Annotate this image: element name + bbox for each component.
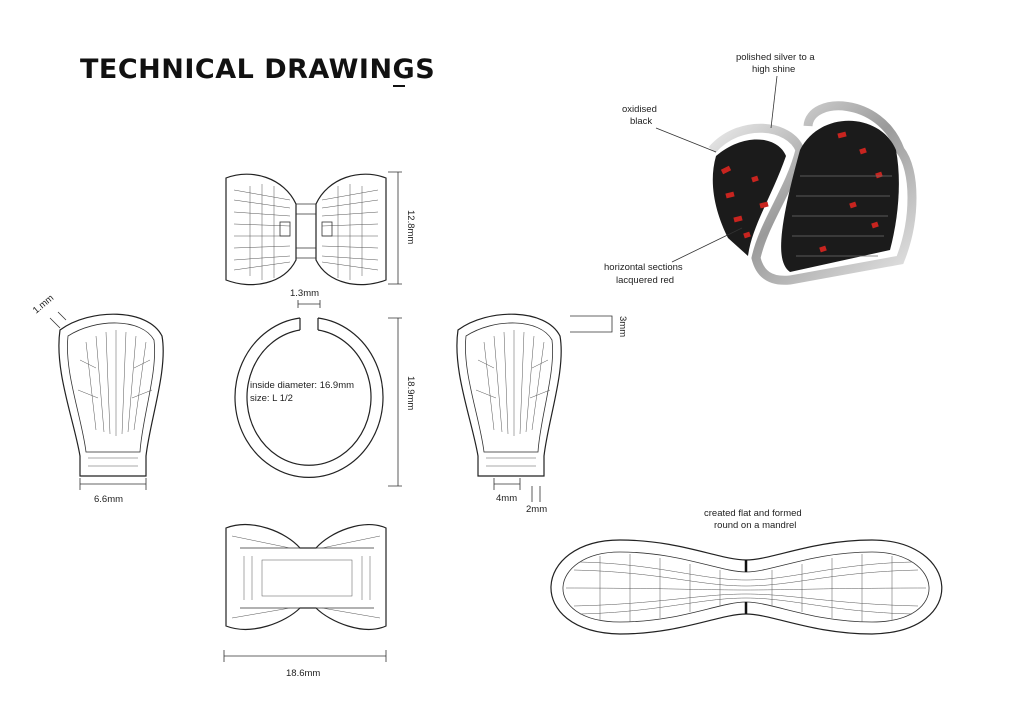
top-height-label: 12.8mm	[405, 210, 416, 244]
side-bottom-label-a: 4mm	[496, 493, 517, 504]
flat-pattern-drawing	[550, 539, 943, 635]
ring-height-dimension: 18.9mm	[388, 317, 416, 487]
polished-silver-label-2: high shine	[752, 64, 795, 75]
ring-size-label: size: L 1/2	[250, 393, 293, 404]
side-bottom-label-b: 2mm	[526, 504, 547, 515]
ring-height-label: 18.9mm	[405, 376, 416, 410]
front-width-label: 6.6mm	[94, 494, 123, 505]
polished-silver-label-1: polished silver to a	[736, 52, 815, 63]
top-view-drawing	[225, 173, 387, 286]
oxidised-label-2: black	[630, 116, 652, 127]
side-right-dimension: 3mm	[570, 315, 628, 337]
side-bottom-dimension: 4mm 2mm	[493, 478, 547, 515]
front-width-dimension: 6.6mm	[79, 478, 147, 505]
inside-diameter-label: inside diameter: 16.9mm	[250, 380, 354, 391]
top-height-dimension: 12.8mm	[388, 171, 416, 285]
lacquer-label-2: lacquered red	[616, 275, 674, 286]
side-right-label: 3mm	[617, 316, 628, 337]
flat-note-label-2: round on a mandrel	[714, 520, 796, 531]
bottom-view-drawing	[225, 524, 387, 630]
gap-label: 1.3mm	[290, 288, 319, 299]
wall-dimension: 1.mm	[31, 293, 67, 329]
page-title: TECHNICAL DRAWINGS	[80, 54, 435, 85]
callouts	[655, 75, 778, 263]
oxidised-label-1: oxidised	[622, 104, 657, 115]
wall-label: 1.mm	[31, 293, 56, 317]
flat-note-label-1: created flat and formed	[704, 508, 802, 519]
bottom-width-label: 18.6mm	[286, 668, 320, 679]
bottom-width-dimension: 18.6mm	[223, 650, 387, 679]
gap-dimension: 1.3mm	[290, 288, 321, 308]
left-side-view	[58, 313, 164, 477]
right-side-view	[456, 313, 562, 477]
ring-render	[708, 101, 917, 285]
lacquer-label-1: horizontal sections	[604, 262, 683, 273]
ring-front-view	[234, 317, 384, 478]
